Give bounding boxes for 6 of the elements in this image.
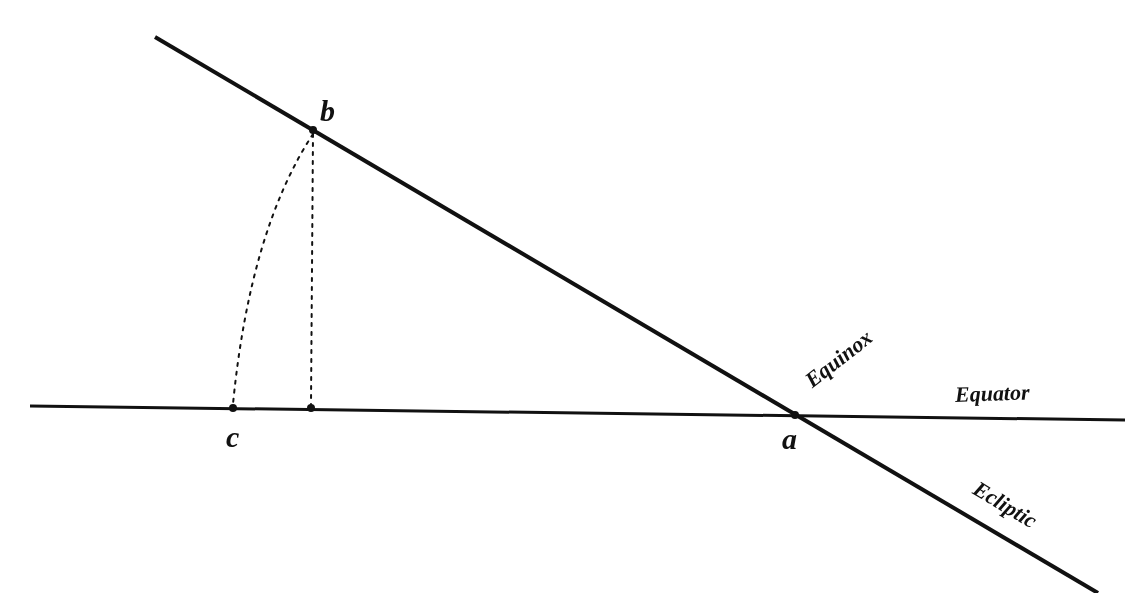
point-label: a [782, 424, 797, 454]
dotted-line [232, 133, 314, 405]
point-label: c [226, 422, 240, 452]
dotted-line [310, 133, 314, 405]
line-label: Equator [954, 381, 1030, 406]
point-label: b [320, 96, 335, 126]
